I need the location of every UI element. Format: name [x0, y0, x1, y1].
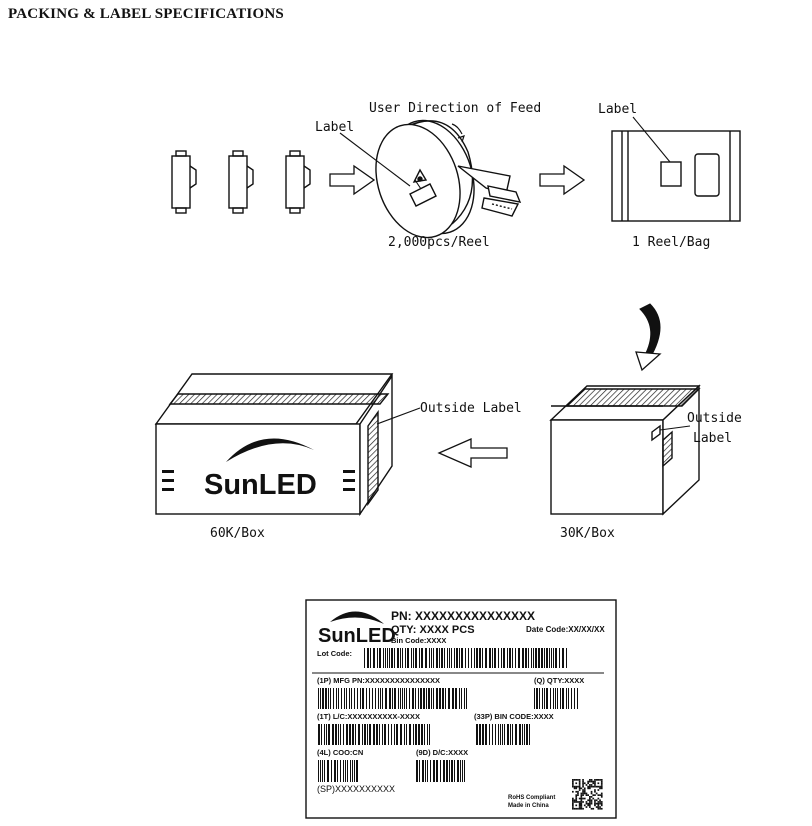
barcode-lot: [364, 648, 567, 668]
label-bin-code: Bin Code:XXXX: [391, 636, 446, 645]
label-logo: SunLED: [318, 625, 396, 647]
label-lc: (1T) L/C:XXXXXXXXXX-XXXX: [317, 712, 420, 721]
barcode-mfg-pn: [318, 688, 467, 709]
outside-label-small-line1: Outside: [687, 411, 742, 426]
user-direction-text: User Direction of Feed: [369, 101, 541, 116]
reel-qty-text: 2,000pcs/Reel: [388, 235, 490, 250]
large-box-label-leader: [376, 407, 421, 425]
label-bin-code-33p: (33P) BIN CODE:XXXX: [474, 712, 554, 721]
label-date-code: Date Code:XX/XX/XX: [526, 625, 605, 634]
page-title: PACKING & LABEL SPECIFICATIONS: [8, 6, 284, 22]
outside-label-large: Outside Label: [420, 401, 522, 416]
outside-label-small-line2: Label: [693, 431, 732, 446]
qr-code-icon: [572, 779, 603, 810]
product-label: SunLED PN: XXXXXXXXXXXXXXX QTY: XXXX PCS…: [305, 599, 617, 819]
label-lot-code: Lot Code:: [317, 649, 352, 658]
box-60k-text: 60K/Box: [210, 526, 265, 541]
small-box-label-leader: [659, 425, 691, 431]
arrow-right-icon: [329, 164, 376, 196]
label-leader: [339, 132, 411, 187]
reel-bag: [611, 130, 741, 222]
arrow-left-icon: [437, 438, 508, 468]
barcode-lc: [318, 724, 430, 745]
curved-arrow-icon: [635, 303, 662, 372]
label-q-qty: (Q) QTY:XXXX: [534, 676, 584, 685]
led-component: [171, 150, 197, 214]
label-rohs: RoHS Compliant: [508, 795, 555, 801]
barcode-qty: [534, 688, 578, 709]
bag-qty-text: 1 Reel/Bag: [632, 235, 710, 250]
label-mfg-pn: (1P) MFG PN:XXXXXXXXXXXXXXX: [317, 676, 440, 685]
label-made-in: Made in China: [508, 803, 549, 809]
barcode-dc: [416, 760, 465, 782]
label-qty: QTY: XXXX PCS: [391, 624, 475, 636]
bag-label-leader: [632, 116, 671, 163]
reel-label-text: Label: [315, 120, 354, 135]
led-components: [171, 150, 311, 214]
barcode-bin: [476, 724, 530, 745]
box-logo: SunLED: [204, 469, 317, 501]
large-box: [154, 373, 394, 517]
label-logo-arc-icon: [330, 611, 384, 624]
logo-arc-icon: [226, 438, 314, 462]
reel: [375, 119, 522, 239]
bag-label-text: Label: [598, 102, 637, 117]
led-component: [228, 150, 254, 214]
label-sp: (SP)XXXXXXXXXX: [317, 784, 395, 794]
barcode-coo: [318, 760, 358, 782]
small-box: [549, 384, 701, 516]
led-component: [285, 150, 311, 214]
arrow-right-icon: [539, 164, 586, 196]
label-pn: PN: XXXXXXXXXXXXXXX: [391, 609, 535, 623]
label-dc: (9D) D/C:XXXX: [416, 748, 468, 757]
label-coo: (4L) COO:CN: [317, 748, 363, 757]
box-30k-text: 30K/Box: [560, 526, 615, 541]
